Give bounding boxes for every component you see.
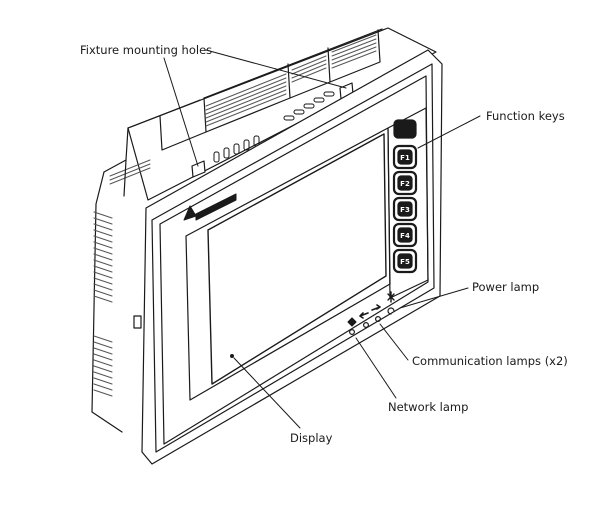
housing-left-side [91, 159, 127, 433]
side-slot [133, 315, 142, 329]
top-key-indicator [393, 119, 417, 139]
top-vents [109, 34, 377, 185]
leader-function-keys [417, 115, 481, 149]
housing-top [103, 27, 437, 201]
label-fixture-mounting-holes: Fixture mounting holes [80, 43, 213, 57]
leader-display [233, 357, 301, 429]
function-key-f4[interactable] [392, 222, 418, 248]
function-key-f1[interactable] [392, 144, 418, 170]
f2-caption: F2 [400, 180, 410, 188]
label-power-lamp: Power lamp [472, 280, 540, 294]
side-vents [93, 211, 113, 397]
f5-caption: F5 [400, 258, 410, 266]
leader-fixture-right [205, 49, 347, 89]
label-function-keys: Function keys [486, 109, 565, 123]
leader-power-lamp [399, 287, 469, 309]
network-lamp [347, 317, 357, 336]
leader-network-lamp [355, 337, 397, 399]
f1-caption: F1 [400, 154, 410, 162]
function-key-captions: F1 F2 F3 F4 F5 [400, 154, 410, 266]
label-network-lamp: Network lamp [388, 400, 469, 414]
display [207, 133, 387, 385]
communication-lamps [359, 304, 382, 329]
function-key-f2[interactable] [392, 170, 418, 196]
power-lamp [387, 291, 395, 315]
fixture-hole-left [191, 160, 206, 178]
label-communication-lamps: Communication lamps (x2) [412, 354, 568, 368]
function-key-f3[interactable] [392, 196, 418, 222]
f3-caption: F3 [400, 206, 410, 214]
f4-caption: F4 [400, 232, 410, 240]
leader-lines [163, 49, 481, 429]
leader-communication-lamps [379, 323, 409, 361]
function-key-f5[interactable] [392, 248, 418, 274]
label-display: Display [290, 431, 333, 445]
brand-logo [183, 193, 237, 221]
function-key-strip [387, 107, 429, 299]
leader-fixture-left [163, 57, 199, 167]
display-pointer-dot [230, 354, 235, 359]
